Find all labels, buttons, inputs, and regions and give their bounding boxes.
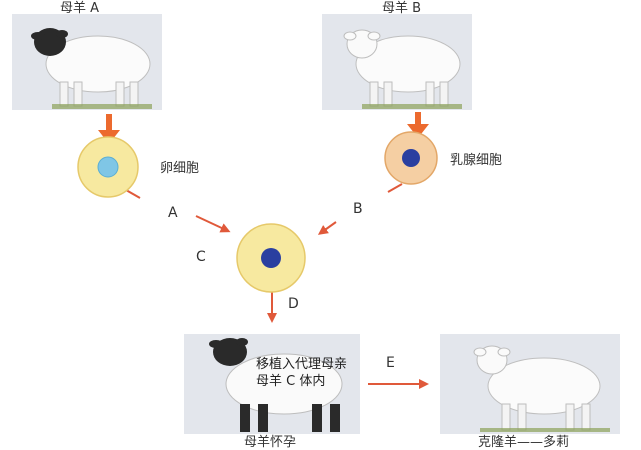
pregnant-label: 母羊怀孕: [244, 435, 297, 450]
sheep-b-panel: [322, 14, 472, 110]
step-e-label: E: [386, 355, 395, 371]
sheep-a-panel: [12, 14, 162, 110]
arrow-egg-to-fused-cell: [125, 189, 231, 233]
fused-cell: [236, 223, 306, 293]
sheep-a-image: [31, 28, 152, 109]
step-d-label: D: [288, 296, 299, 312]
sheep-b-image: [343, 29, 462, 109]
mammary-cell-label: 乳腺细胞: [450, 153, 503, 168]
step-c-label: C: [196, 249, 206, 265]
mammary-cell: [384, 131, 438, 185]
egg-cell-label: 卵细胞: [160, 161, 200, 176]
sheep-b-label: 母羊 B: [382, 1, 422, 16]
fused-cell-nucleus: [261, 248, 281, 268]
egg-cell: [77, 136, 139, 198]
egg-cell-nucleus: [97, 156, 119, 178]
clone-label: 克隆羊——多莉: [478, 435, 570, 450]
transplant-label-line2: 母羊 C 体内: [256, 374, 326, 389]
step-a-label: A: [168, 205, 178, 221]
arrow-mammary-to-fused-cell: [317, 183, 403, 235]
transplant-label-line1: 移植入代理母亲: [256, 357, 348, 372]
sheep-a-label: 母羊 A: [60, 1, 100, 16]
surrogate-sheep-image: [209, 338, 343, 432]
mammary-cell-nucleus: [402, 149, 420, 167]
clone-sheep-panel: [440, 334, 620, 434]
arrow-sheep-b-to-mammary: [407, 112, 429, 138]
surrogate-sheep-panel: [184, 334, 360, 434]
clone-sheep-image: [473, 345, 610, 432]
step-b-label: B: [353, 201, 363, 217]
